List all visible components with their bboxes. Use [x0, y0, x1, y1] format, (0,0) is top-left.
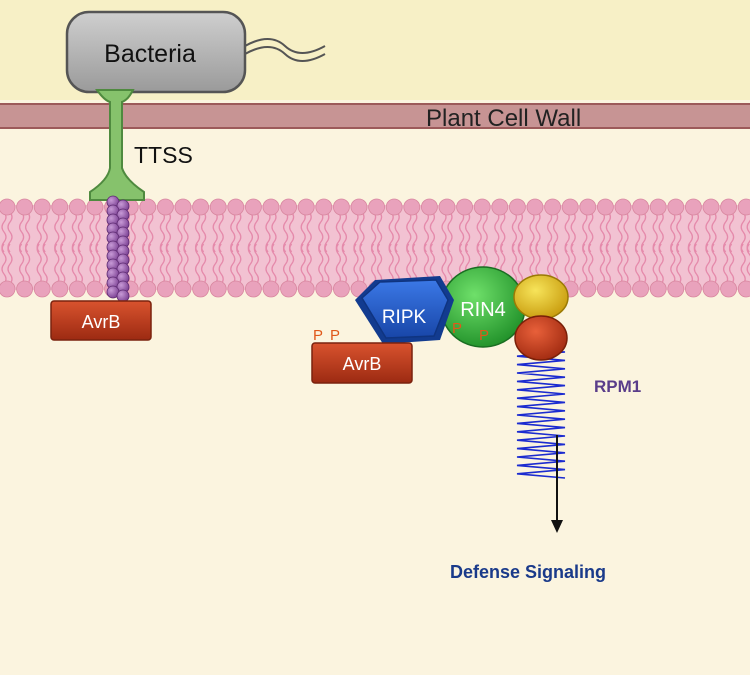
bacteria: Bacteria — [65, 10, 326, 94]
effector-chain — [106, 195, 130, 303]
rin4-label: RIN4 — [460, 299, 506, 321]
avrb-left-label: AvrB — [82, 312, 121, 332]
avrb-right-label: AvrB — [343, 354, 382, 374]
defense-signaling-label: Defense Signaling — [450, 562, 606, 582]
phospho-mark-1: P — [313, 327, 323, 344]
rpm1-yellow-domain — [513, 274, 569, 320]
ripk: RIPK — [355, 276, 454, 344]
plant-cell-wall — [0, 103, 750, 129]
ripk-label: RIPK — [382, 307, 427, 328]
rpm1-label: RPM1 — [594, 377, 641, 396]
bacteria-label: Bacteria — [104, 40, 196, 68]
flagellum-icon — [244, 38, 326, 54]
signaling-arrow — [551, 435, 563, 533]
rpm1-red-domain — [514, 315, 568, 361]
plant-cell-wall-label: Plant Cell Wall — [426, 105, 581, 132]
phospho-mark-2: P — [330, 327, 340, 344]
phospho-mark-4: P — [479, 327, 489, 344]
ttss-injectisome: TTSS — [89, 89, 193, 201]
ttss-label: TTSS — [134, 142, 193, 168]
rpm1-coil — [516, 349, 566, 479]
avrb-left: AvrB — [50, 300, 152, 341]
phospho-mark-3: P — [452, 320, 462, 337]
avrb-right: AvrB — [311, 342, 413, 384]
